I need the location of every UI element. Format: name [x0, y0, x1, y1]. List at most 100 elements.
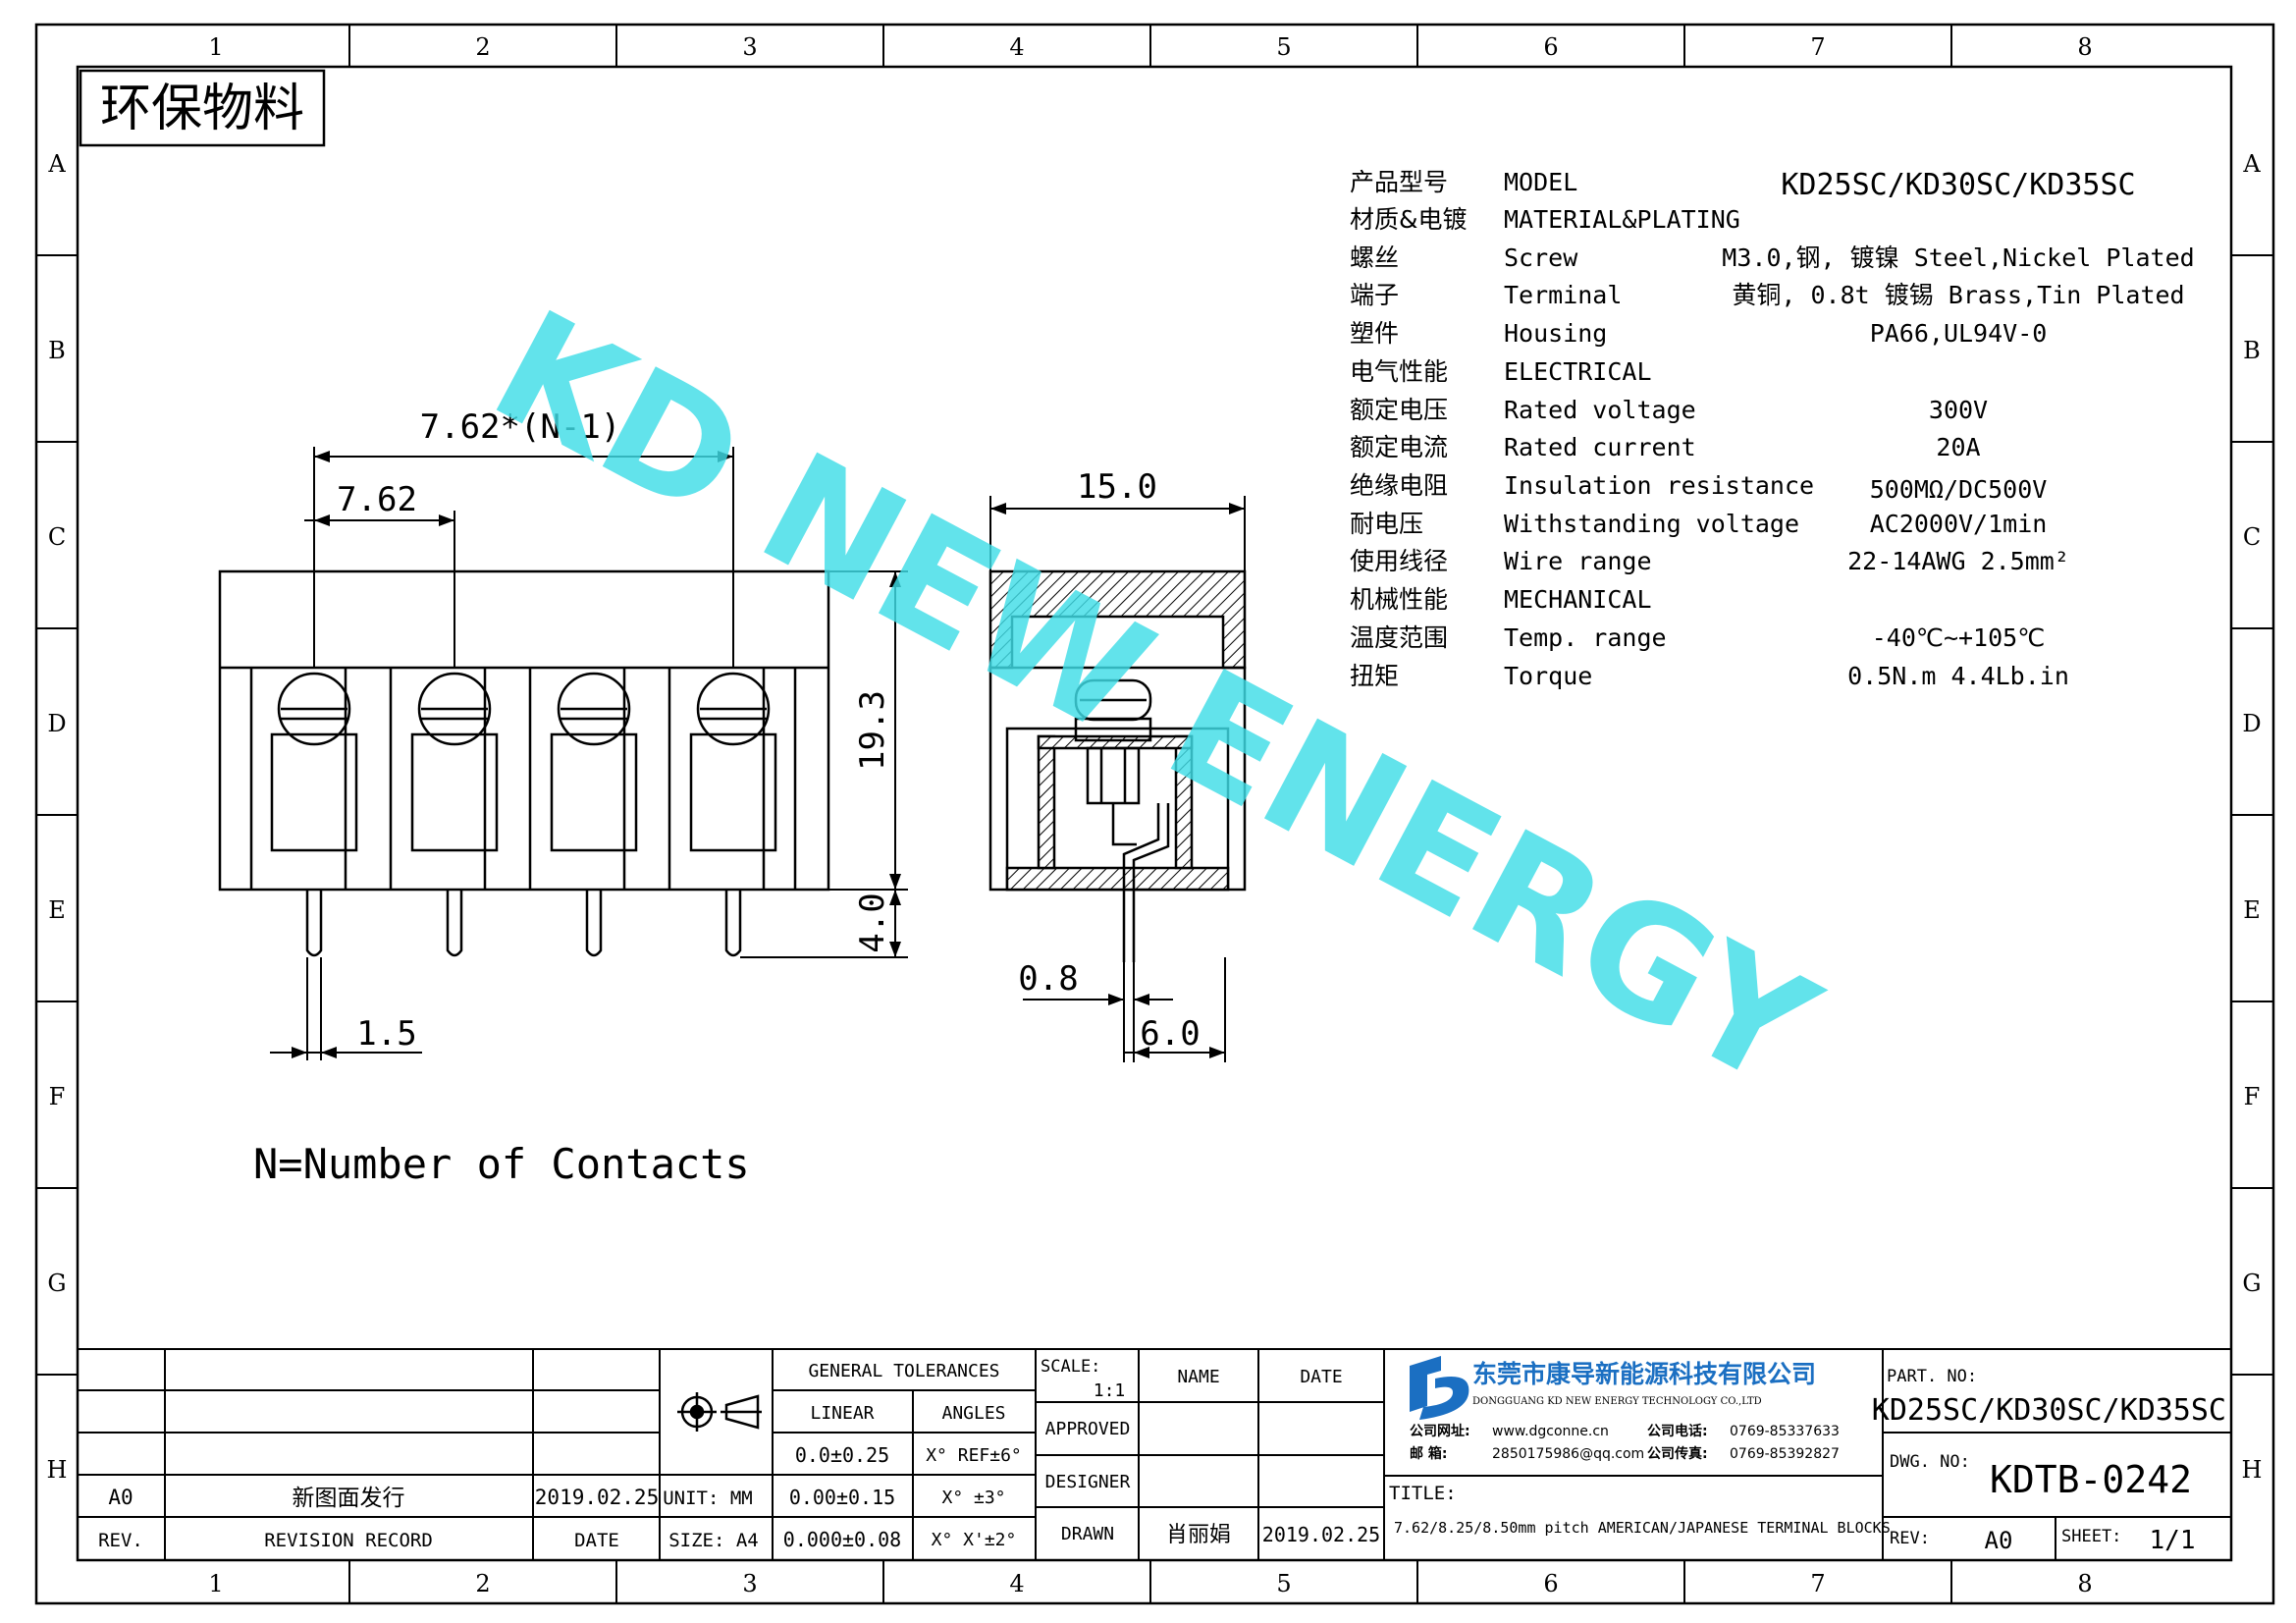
spec-cn: 温度范围 — [1350, 623, 1448, 652]
fax-label: 公司传真: — [1647, 1445, 1708, 1462]
approved-label: APPROVED — [1045, 1419, 1131, 1439]
linear-tolerance: 0.0±0.25 — [795, 1443, 889, 1467]
spec-en: MATERIAL&PLATING — [1504, 205, 1740, 234]
rev-label: REV. — [98, 1530, 143, 1551]
front-dim-arrows — [292, 451, 901, 1058]
spec-cn: 绝缘电阻 — [1350, 471, 1448, 500]
spec-en: Terminal — [1504, 281, 1622, 309]
mail-label: 邮 箱: — [1410, 1445, 1447, 1462]
scale-label: SCALE: — [1041, 1357, 1100, 1377]
frame-dividers — [36, 25, 2273, 1603]
spec-cn: 材质&电镀 — [1350, 205, 1468, 234]
contacts-note: N=Number of Contacts — [253, 1140, 750, 1188]
spec-en: Insulation resistance — [1504, 471, 1814, 500]
company-logo-icon — [1410, 1356, 1469, 1420]
spec-value: 22-14AWG 2.5mm² — [1847, 547, 2069, 575]
dim-pitch: 7.62 — [337, 480, 417, 519]
eco-tag: 环保物料 — [100, 80, 304, 138]
spec-cn: 电气性能 — [1350, 357, 1448, 386]
spec-en: Rated current — [1504, 433, 1696, 461]
row-label-right: E — [2243, 896, 2261, 924]
spec-value: PA66,UL94V-0 — [1870, 319, 2048, 348]
col-label-top: 2 — [475, 33, 490, 61]
size-label: SIZE: A4 — [668, 1530, 759, 1551]
spec-value: -40℃~+105℃ — [1872, 623, 2046, 652]
spec-en: Screw — [1504, 243, 1578, 272]
front-terminal-2 — [410, 672, 499, 852]
drawing-number: KDTB-0242 — [1990, 1458, 2192, 1501]
linear-tolerance: 0.000±0.08 — [783, 1528, 901, 1551]
spec-cn: 耐电压 — [1350, 510, 1423, 538]
spec-table: 产品型号 MODEL KD25SC/KD30SC/KD35SC 材质&电镀 MA… — [1350, 168, 2195, 690]
dim-height: 19.3 — [853, 690, 892, 771]
frame-row-labels: A B C D E F G H A B C D E F G H — [47, 150, 2263, 1484]
spec-cn: 扭矩 — [1350, 662, 1399, 690]
front-view — [218, 569, 830, 892]
dim-pin-width: 1.5 — [356, 1014, 416, 1054]
col-label-top: 8 — [2077, 33, 2092, 61]
rev-date: 2019.02.25 — [535, 1486, 659, 1509]
revision-record-label: REVISION RECORD — [264, 1530, 433, 1551]
scale-value: 1:1 — [1094, 1380, 1126, 1401]
title-label: TITLE: — [1389, 1483, 1457, 1504]
spec-en: Temp. range — [1504, 623, 1667, 652]
row-label-left: E — [48, 896, 66, 924]
spec-en: MECHANICAL — [1504, 585, 1652, 614]
col-label-bottom: 8 — [2077, 1570, 2092, 1597]
col-label-bottom: 4 — [1009, 1570, 1024, 1597]
dim-pin-offset: 6.0 — [1140, 1014, 1200, 1054]
row-label-left: H — [47, 1456, 68, 1484]
col-label-bottom: 2 — [475, 1570, 490, 1597]
dim-pin-thickness: 0.8 — [1018, 959, 1078, 999]
col-label-bottom: 5 — [1276, 1570, 1291, 1597]
linear-tolerance: 0.00±0.15 — [789, 1486, 895, 1509]
company-contacts: 公司网址: www.dgconne.cn 公司电话: 0769-85337633… — [1410, 1423, 1840, 1462]
row-label-left: G — [47, 1270, 66, 1297]
row-label-right: H — [2242, 1456, 2263, 1484]
frame-column-labels: 1 2 3 4 5 6 7 8 1 2 3 4 5 6 7 8 — [208, 33, 2092, 1597]
name-column-label: NAME — [1177, 1367, 1219, 1387]
linear-label: LINEAR — [810, 1403, 874, 1424]
spec-value: KD25SC/KD30SC/KD35SC — [1781, 168, 2135, 202]
angles-label: ANGLES — [941, 1403, 1005, 1424]
angle-tolerance: X° X'±2° — [932, 1530, 1017, 1550]
angle-tolerance: X° ±3° — [941, 1488, 1005, 1508]
front-terminal-3 — [550, 672, 638, 852]
designer-label: DESIGNER — [1045, 1472, 1131, 1492]
dim-pin-length: 4.0 — [853, 893, 892, 952]
company-phone: 0769-85337633 — [1730, 1424, 1840, 1439]
spec-value: AC2000V/1min — [1870, 510, 2048, 538]
spec-value: 500MΩ/DC500V — [1870, 475, 2048, 504]
drawing-title: 7.62/8.25/8.50mm pitch AMERICAN/JAPANESE… — [1394, 1519, 1891, 1537]
spec-en: Housing — [1504, 319, 1607, 348]
side-view — [988, 569, 1247, 962]
spec-cn: 螺丝 — [1350, 243, 1399, 272]
spec-cn: 塑件 — [1350, 319, 1399, 348]
row-label-right: F — [2244, 1083, 2261, 1110]
company-fax: 0769-85392827 — [1730, 1446, 1840, 1462]
spec-value: 20A — [1936, 433, 1980, 461]
spec-en: ELECTRICAL — [1504, 357, 1652, 386]
company-name-en: DONGGUANG KD NEW ENERGY TECHNOLOGY CO.,L… — [1472, 1396, 1762, 1407]
drawing-number-label: DWG. NO: — [1890, 1452, 1970, 1472]
front-terminal-1 — [270, 672, 358, 852]
row-label-left: C — [48, 523, 66, 551]
rev-field-label: REV: — [1890, 1529, 1930, 1548]
rev-description: 新图面发行 — [293, 1486, 405, 1511]
dim-pitch-n: 7.62*(N-1) — [420, 407, 621, 447]
col-label-bottom: 6 — [1543, 1570, 1558, 1597]
col-label-top: 6 — [1543, 33, 1558, 61]
company-website: www.dgconne.cn — [1492, 1424, 1609, 1439]
spec-en: Withstanding voltage — [1504, 510, 1799, 538]
spec-cn: 机械性能 — [1350, 585, 1448, 614]
spec-en: Torque — [1504, 662, 1592, 690]
col-label-top: 5 — [1276, 33, 1291, 61]
spec-cn: 额定电流 — [1350, 433, 1448, 461]
spec-cn: 端子 — [1350, 281, 1399, 309]
drawn-date: 2019.02.25 — [1262, 1523, 1380, 1546]
spec-en: Rated voltage — [1504, 396, 1696, 424]
row-label-right: B — [2243, 337, 2261, 364]
title-block-grid — [77, 1348, 2232, 1561]
sheet-label: SHEET: — [2061, 1527, 2121, 1546]
rev-value: A0 — [108, 1486, 133, 1509]
